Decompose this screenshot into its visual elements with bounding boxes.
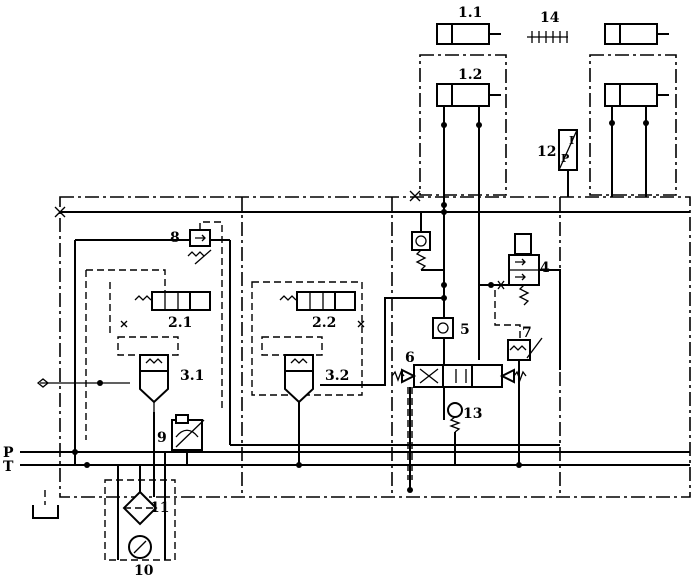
label-filter-11: 11: [150, 500, 169, 516]
solenoid-valve-4: [479, 233, 561, 370]
label-pressure-switch-12: 12: [537, 144, 556, 160]
label-line-p: P: [3, 445, 14, 461]
cylinder-group-right: [589, 23, 677, 197]
label-dir-valve-6: 6: [405, 350, 415, 366]
valve-2-2: [251, 281, 365, 396]
valve-7: [494, 290, 543, 468]
label-valve-3-2: 3.2: [325, 368, 349, 384]
valve-3-1: [109, 282, 179, 412]
cylinder-group-left: [419, 23, 507, 196]
label-accumulator-14: 14: [540, 10, 560, 26]
label-valve-2-1: 2.1: [168, 315, 192, 331]
label-throttle-9: 9: [157, 430, 167, 446]
block-boundaries: [59, 196, 691, 498]
tank-symbol: [32, 490, 59, 519]
label-switch-i: I: [569, 134, 574, 147]
label-check-13: 13: [463, 406, 482, 422]
left-port-coupling: [36, 378, 130, 388]
accumulator-14-symbol: [527, 31, 568, 43]
relief-valve-8: [187, 221, 223, 410]
label-check-5: 5: [460, 322, 470, 338]
label-valve-7: 7: [522, 325, 532, 341]
label-cyl-1-2: 1.2: [458, 67, 482, 83]
valve-2-1: [85, 269, 211, 440]
label-cyl-1-1: 1.1: [458, 5, 482, 21]
check-valve-top: [411, 212, 444, 271]
label-line-t: T: [3, 459, 14, 475]
check-valve-5: [432, 317, 454, 339]
throttle-valve-9: [153, 412, 205, 497]
label-gauge-10: 10: [134, 563, 154, 579]
label-valve-3-1: 3.1: [180, 368, 204, 384]
filter-11: [104, 452, 176, 561]
pressure-switch-12: [558, 129, 578, 197]
valve-3-2: [261, 297, 444, 468]
labels: 1.1 1.2 14 12 I P 2.1 2.2 3.1 3.2 5 6 4 …: [3, 5, 574, 579]
label-sol-valve-4: 4: [540, 260, 550, 276]
label-valve-2-2: 2.2: [312, 315, 336, 331]
label-switch-p: P: [561, 152, 569, 165]
check-valve-13: [447, 402, 463, 465]
pressure-gauge-10: [128, 535, 152, 559]
label-relief-8: 8: [170, 230, 180, 246]
